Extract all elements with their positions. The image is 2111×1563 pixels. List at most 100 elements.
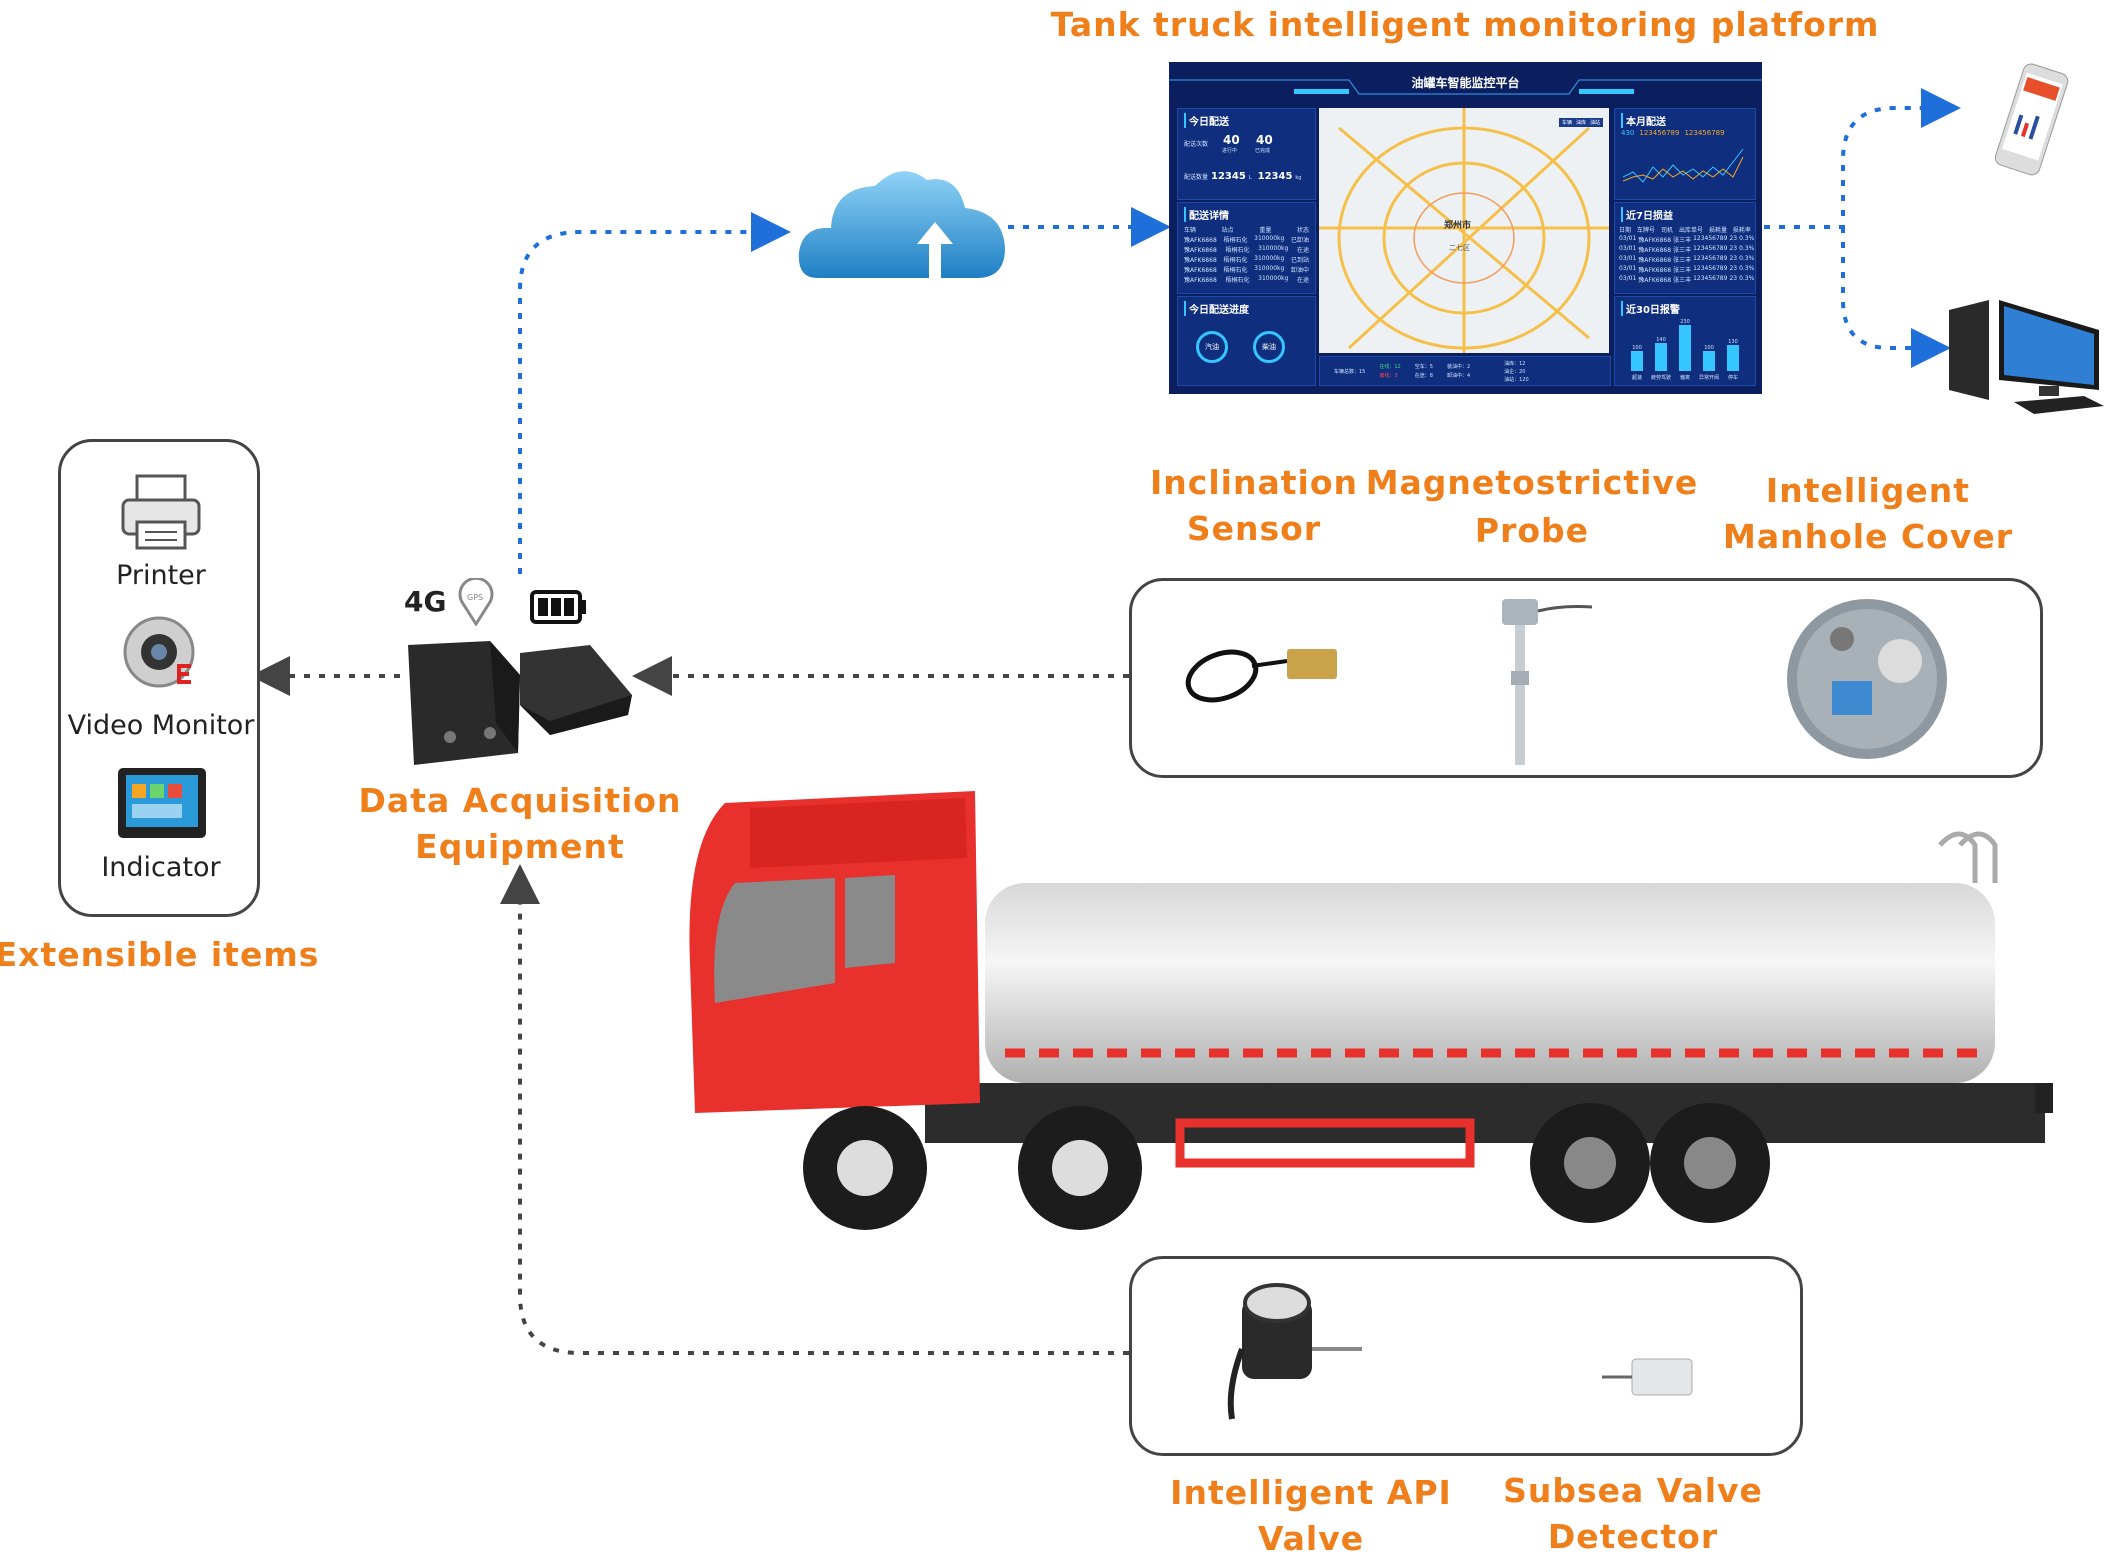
truck-wheels [803,1103,1770,1230]
table-cell: 23 [1729,235,1738,242]
station-count: 油站：120 [1504,376,1529,383]
filter-station[interactable]: 油站 [1589,120,1600,126]
subsea-valve-label-1: Subsea Valve [1503,1471,1763,1510]
table-cell: 张三丰 [1673,257,1692,264]
top-sensors-box [1129,578,2043,778]
unit-kg: kg [1295,175,1302,181]
alarm-category-label: 异常开阀 [1699,374,1719,381]
count-label: 配送次数 [1184,141,1209,148]
tablet-icon [118,768,206,838]
alarm-category-label: 偏离 [1680,374,1690,381]
table-cell: 123456789 [1693,255,1728,262]
enterprise-count: 油企：20 [1504,368,1526,375]
magnetostrictive-probe-image [1502,599,1593,765]
alarm-bar [1703,351,1715,371]
qty-label: 配送数量 [1184,174,1209,181]
data-acquisition-device-image [408,641,632,765]
depot-group: 油库：12 油企：20 油站：120 [1504,360,1529,383]
panel-title: 今日配送进度 [1184,301,1249,316]
column-header: 损耗率 [1732,227,1751,234]
map-stats-row: 车辆总数：15 在线：12 离线：3 空车：5 在途：8 装油中：2 卸油中：4… [1334,358,1529,384]
daq-label-line2: Equipment [415,827,625,866]
progress-panel: 今日配送进度 汽油 柴油 [1177,296,1316,386]
magnetostrictive-probe-label-1: Magnetostrictive [1365,463,1699,502]
month-delivery-panel: 本月配送 430 123456789 123456789 [1614,108,1756,200]
table-cell: 豫AFK6868 [1638,237,1672,244]
daq-label-line1: Data Acquisition [358,781,682,820]
alarm-category-label: 超速 [1632,374,1642,381]
table-cell: 豫AFK6868 [1184,267,1217,274]
empty-count: 空车：5 [1414,364,1433,370]
gasoline-gauge: 汽油 [1196,331,1228,363]
printer-label: Printer [116,560,206,591]
panel-title: 近30日报警 [1621,301,1680,316]
empty-transit-group: 空车：5 在途：8 [1415,363,1433,379]
panel-title: 今日配送 [1184,113,1229,128]
table-cell: 0.3% [1739,275,1755,282]
month-line-chart [1623,148,1744,183]
printer-icon [121,474,201,550]
monitoring-dashboard-screenshot: 油罐车智能监控平台 今日配送 配送次数 40 进行中 40 已完成 配送数量 1… [1169,62,1762,394]
cloud-icon [798,171,1005,278]
table-cell: 123456789 [1693,275,1728,282]
table-cell: 310000kg [1258,245,1289,252]
unloading-count: 卸油中：4 [1446,373,1471,379]
alarm-bar [1679,325,1691,371]
alarm-value-label: 100 [1632,345,1642,351]
desktop-computer-icon [1949,300,2104,414]
table-cell: 23 [1729,275,1738,282]
unit-l: L [1248,175,1252,181]
gps-text: GPS [467,593,483,602]
table-cell: 豫AFK6868 [1638,247,1672,254]
map-view: 郑州市 二七区 车辆油库油站 [1319,108,1609,353]
panel-title: 本月配送 [1621,113,1666,128]
platform-title: Tank truck intelligent monitoring platfo… [1050,5,1880,44]
subsea-valve-label-2: Detector [1547,1517,1719,1556]
table-cell: 123456789 [1693,245,1728,252]
qty-row: 配送数量 12345 L 12345 kg [1184,171,1301,182]
inclination-sensor-label-1: Inclination [1150,463,1358,502]
filter-vehicle[interactable]: 车辆 [1561,120,1572,126]
column-header: 出库单号 [1678,227,1703,234]
api-valve-label-1: Intelligent API [1170,1473,1452,1512]
filter-depot[interactable]: 油库 [1575,120,1586,126]
video-monitor-label: Video Monitor [67,710,255,741]
column-header: 损耗量 [1708,227,1727,234]
column-header: 状态 [1296,227,1309,234]
map-district-label: 二七区 [1449,244,1470,252]
map-stats-panel: 车辆总数：15 在线：12 离线：3 空车：5 在途：8 装油中：2 卸油中：4… [1319,356,1611,386]
loading-count: 装油中：2 [1446,364,1471,370]
depot-count: 油库：12 [1504,360,1526,367]
alarm-bar [1655,343,1667,371]
table-cell: 23 [1729,265,1738,272]
map-city-label: 郑州市 [1444,221,1472,231]
magnetostrictive-probe-label-2: Probe [1474,511,1590,550]
smartphone-icon [1994,63,2069,176]
map-filter[interactable]: 车辆油库油站 [1558,118,1603,127]
total-vehicles: 车辆总数：15 [1334,368,1366,375]
table-cell: 0.3% [1739,255,1755,262]
extensible-items-label: Extensible items [0,935,320,974]
table-cell: 豫AFK6868 [1184,277,1217,284]
map-roads [1319,108,1609,353]
alarm-value-label: 100 [1704,345,1714,351]
alarm-bar [1631,351,1643,371]
subsea-valve-detector-image [1602,1358,1693,1396]
table-cell: 梧桐石化 [1225,247,1250,254]
transit-count: 在途：8 [1414,373,1433,379]
diesel-gauge: 柴油 [1253,331,1285,363]
alarm-bar [1727,345,1739,371]
table-cell: 梧桐石化 [1223,237,1248,244]
online-offline-group: 在线：12 离线：3 [1379,363,1400,379]
table-cell: 03/01 [1619,245,1637,252]
platform-to-phone-connector [1764,88,1961,229]
